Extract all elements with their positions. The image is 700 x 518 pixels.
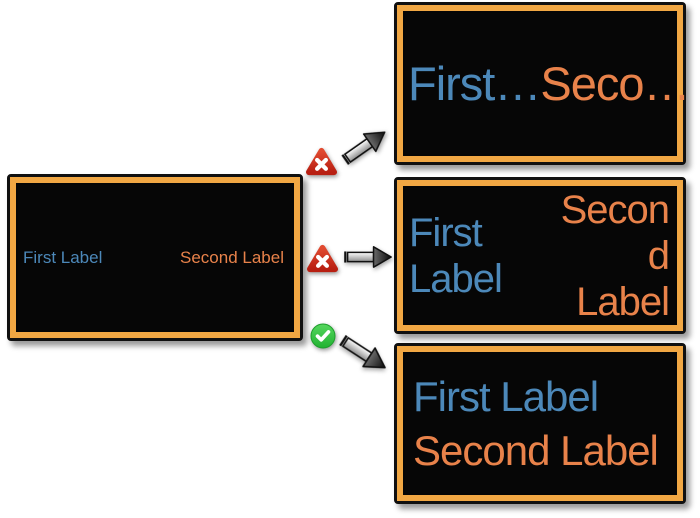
wrapped-second-line-3: Label — [576, 279, 670, 324]
wrapped-second-line-2: d — [647, 233, 670, 278]
arrow-icon — [339, 334, 386, 369]
stacked-first-label: First Label — [413, 372, 599, 420]
arrow-icon — [341, 131, 386, 165]
first-label: First Label — [23, 247, 103, 267]
source-label-panel: First Label Second Label — [7, 174, 303, 341]
wrapped-second-line-1: Secon — [560, 187, 670, 232]
error-badge-icon — [306, 147, 337, 176]
outcome-wrapped-panel: First Label Secon d Label — [394, 177, 686, 334]
error-badge-icon — [307, 244, 338, 273]
outcome-stacked-panel: First Label Second Label — [394, 343, 686, 504]
truncated-first-label: First… — [408, 57, 541, 110]
outcome-truncated-panel: First… Seco… — [394, 2, 691, 165]
outcome-wrapped-frame: First Label Secon d Label — [397, 180, 683, 331]
truncated-second-label: Seco… — [540, 57, 690, 110]
success-badge-icon — [310, 323, 336, 349]
source-panel-frame: First Label Second Label — [10, 177, 300, 338]
second-label: Second Label — [180, 247, 284, 267]
arrow-icon — [344, 246, 392, 268]
stacked-second-label: Second Label — [413, 426, 659, 474]
outcome-truncated-frame: First… Seco… — [397, 5, 691, 162]
outcome-stacked-frame: First Label Second Label — [397, 346, 683, 501]
wrapped-first-line-2: Label — [409, 256, 503, 301]
wrapped-first-label: First Label — [409, 210, 503, 302]
wrapped-second-label: Secon d Label — [560, 187, 670, 325]
wrapped-first-line-1: First — [409, 210, 483, 255]
